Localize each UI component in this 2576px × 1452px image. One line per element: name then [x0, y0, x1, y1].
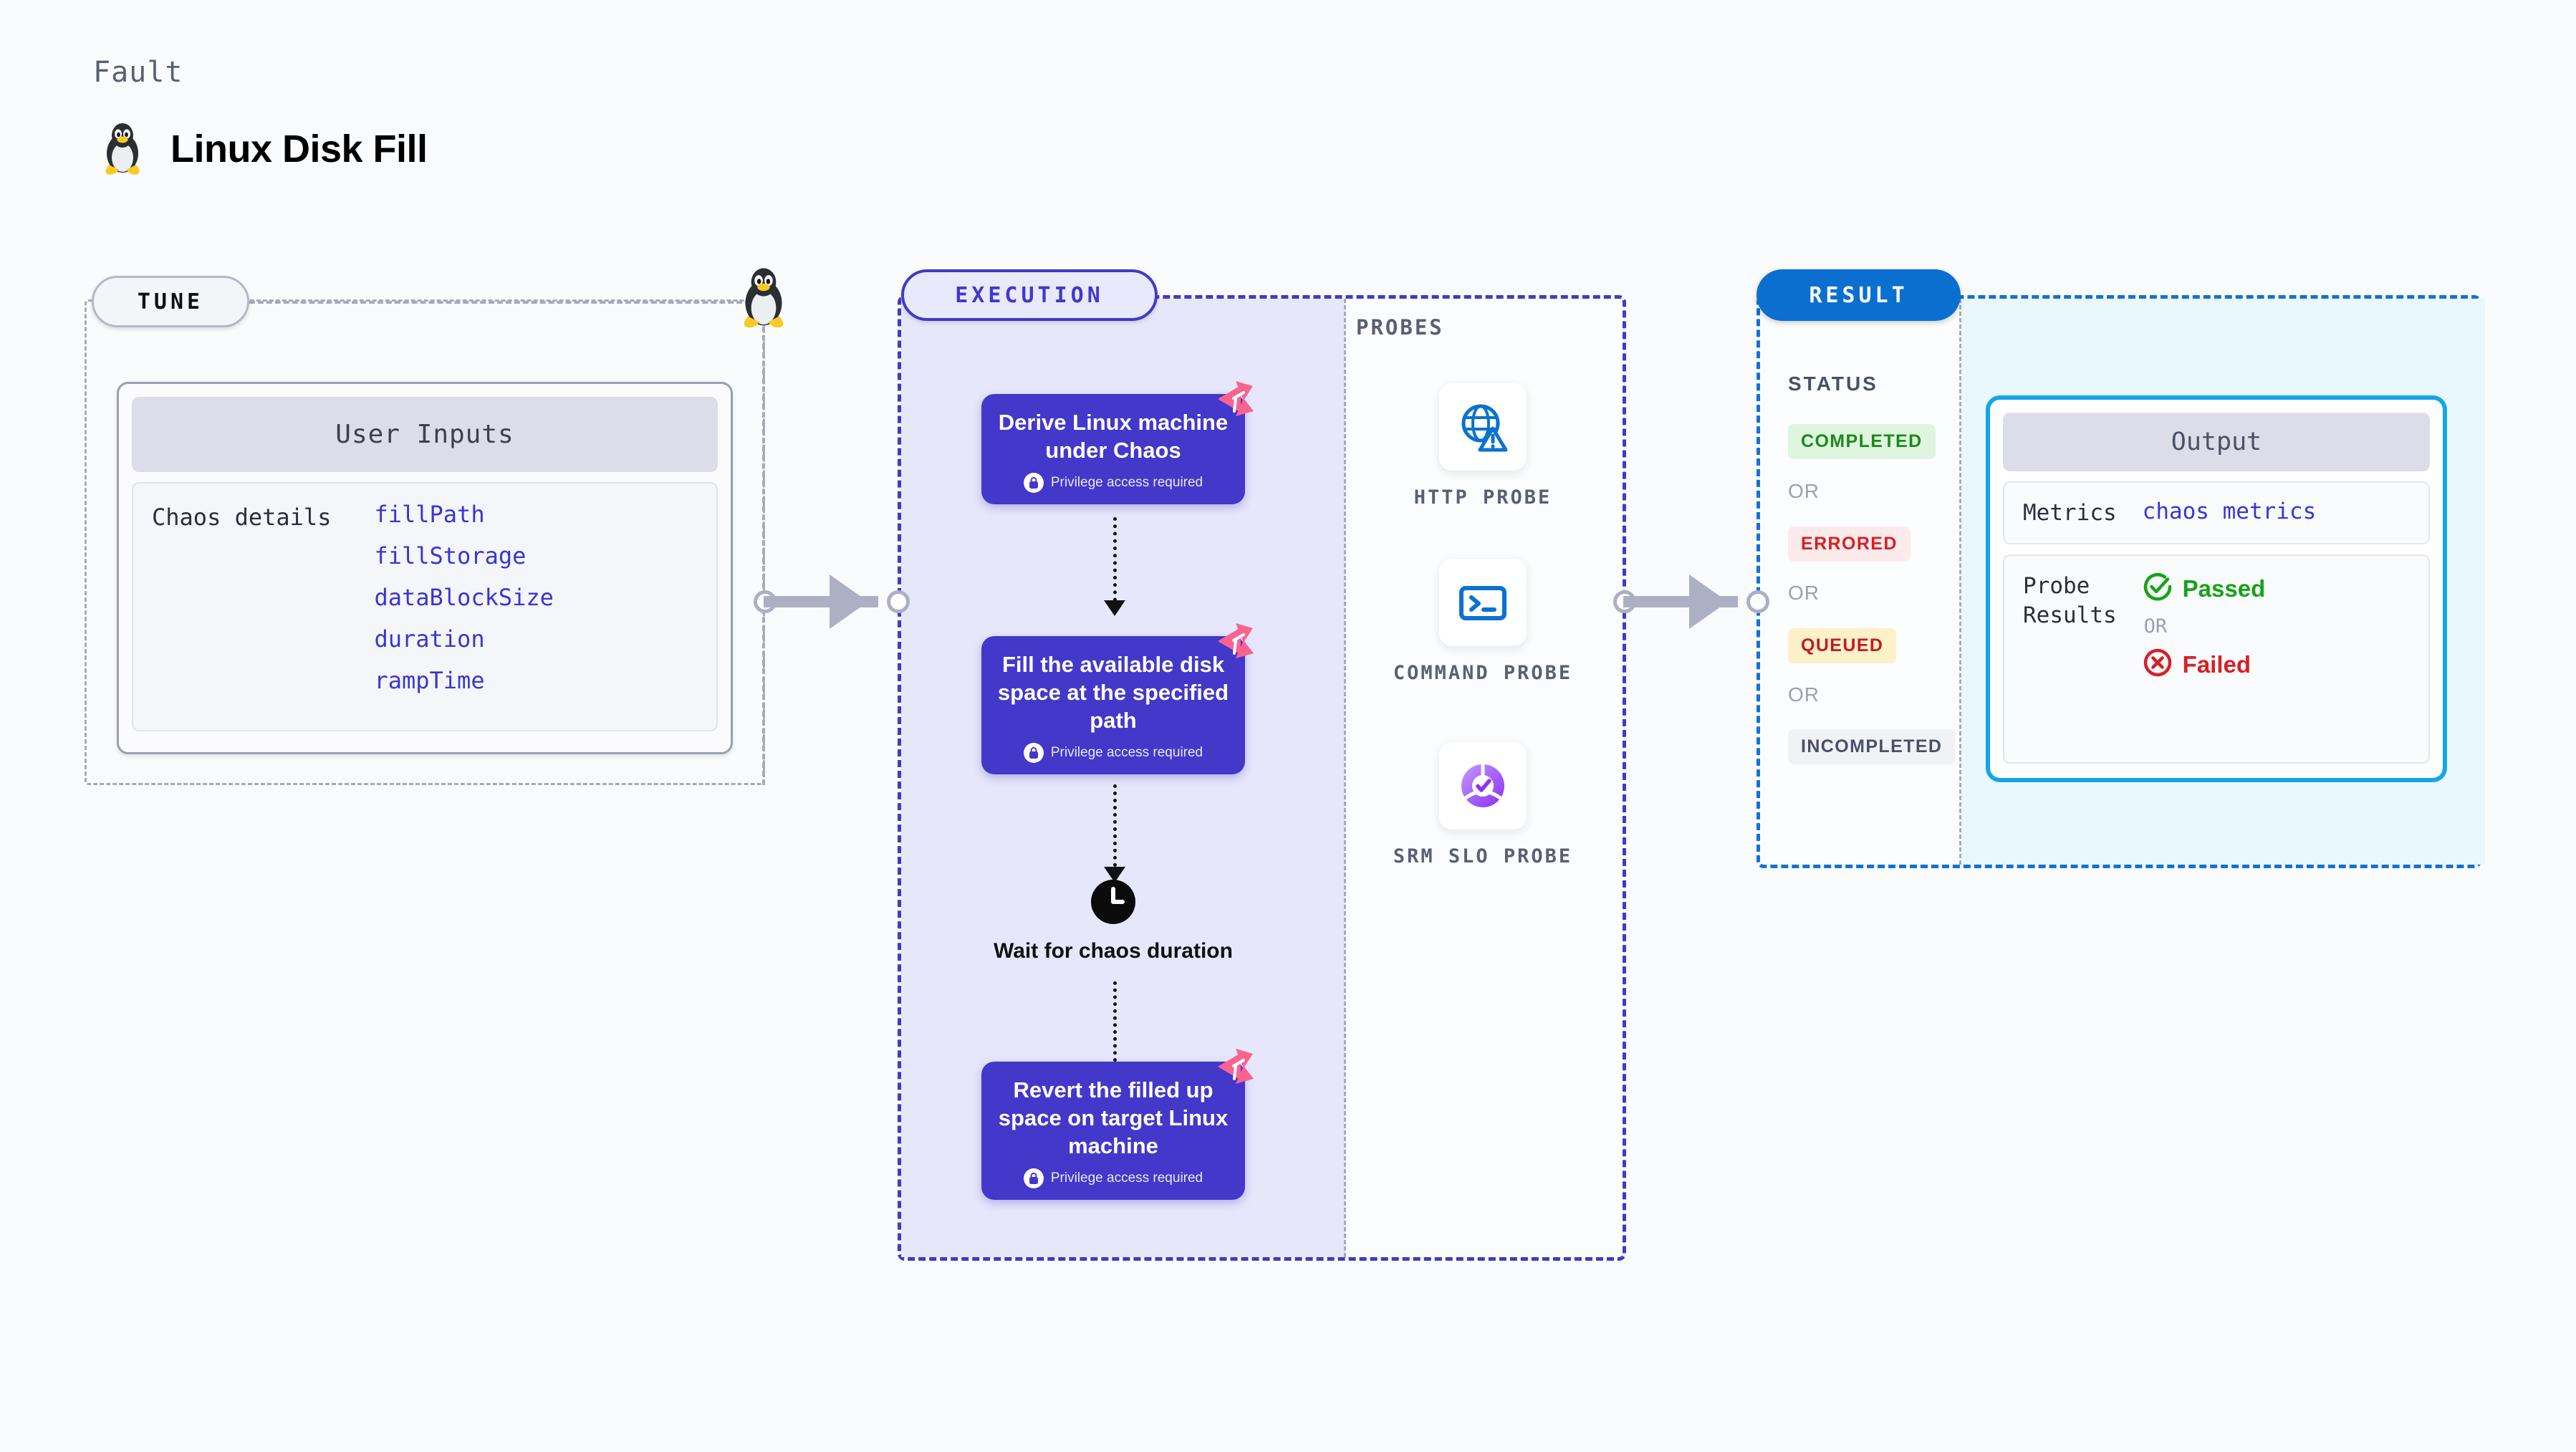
probe-result-failed: Failed: [2143, 648, 2266, 681]
probe-result-passed: Passed: [2143, 572, 2266, 605]
output-metrics-row: Metrics chaos metrics: [2003, 481, 2430, 545]
probe-command[interactable]: COMMAND PROBE: [1390, 559, 1576, 686]
status-title: STATUS: [1788, 372, 1878, 395]
output-metrics-key: Metrics: [2023, 500, 2117, 526]
execution-step-1-privilege-text: Privilege access required: [1050, 475, 1203, 491]
execution-step-3-title: Revert the filled up space on target Lin…: [998, 1077, 1229, 1159]
execution-step-3-privilege: Privilege access required: [997, 1168, 1229, 1189]
linux-tux-icon-connector: [738, 266, 789, 333]
input-datablocksize[interactable]: dataBlockSize: [374, 584, 554, 611]
clock-icon: [1091, 880, 1135, 927]
result-pill[interactable]: RESULT: [1756, 269, 1961, 321]
output-metrics-value[interactable]: chaos metrics: [2142, 499, 2317, 524]
connector-dot-right: [1746, 590, 1769, 613]
probe-result-passed-label: Passed: [2182, 574, 2266, 602]
tune-pill[interactable]: TUNE: [92, 276, 249, 327]
flow-line-2: [1113, 784, 1117, 874]
execution-pill[interactable]: EXECUTION: [901, 269, 1158, 321]
wait-node: Wait for chaos duration: [981, 880, 1245, 965]
output-probe-results-row: Probe Results Passed OR: [2003, 554, 2430, 764]
input-ramptime[interactable]: rampTime: [374, 667, 485, 694]
chaos-details-key: Chaos details: [152, 504, 332, 531]
execution-step-3-privilege-text: Privilege access required: [1050, 1170, 1203, 1186]
chaos-logo-icon: [1212, 619, 1256, 667]
probe-http[interactable]: HTTP PROBE: [1390, 383, 1576, 511]
probe-command-label: COMMAND PROBE: [1393, 662, 1573, 684]
status-badge-queued: QUEUED: [1788, 628, 1897, 663]
execution-step-2-privilege-text: Privilege access required: [1050, 745, 1203, 761]
lock-icon: [1023, 743, 1044, 764]
probe-srm-slo-label: SRM SLO PROBE: [1393, 845, 1573, 867]
x-circle-icon: [2143, 648, 2173, 681]
flow-line-3: [1113, 981, 1117, 1069]
output-card: Output Metrics chaos metrics Probe Resul…: [1986, 395, 2447, 782]
output-probe-results-key: Probe Results: [2023, 573, 2117, 628]
status-badge-completed: COMPLETED: [1788, 424, 1936, 459]
terminal-icon: [1439, 559, 1527, 646]
execution-step-1-privilege: Privilege access required: [997, 473, 1229, 494]
execution-step-1-title: Derive Linux machine under Chaos: [998, 410, 1229, 463]
flow-arrow-2: [1104, 867, 1125, 883]
input-fillpath[interactable]: fillPath: [374, 501, 485, 528]
page-eyebrow: Fault: [93, 56, 183, 89]
check-circle-icon: [2143, 572, 2173, 605]
flow-arrow-1: [1104, 600, 1125, 616]
execution-step-2[interactable]: Fill the available disk space at the spe…: [981, 623, 1254, 775]
chaos-logo-icon: [1212, 377, 1256, 425]
probes-divider-line: [1344, 299, 1346, 1257]
status-badge-errored: ERRORED: [1788, 527, 1911, 562]
execution-step-3[interactable]: Revert the filled up space on target Lin…: [981, 1049, 1254, 1201]
probe-http-label: HTTP PROBE: [1413, 486, 1552, 509]
input-duration[interactable]: duration: [374, 625, 485, 653]
chaos-logo-icon: [1212, 1044, 1256, 1092]
flow-line-1: [1113, 517, 1117, 609]
result-divider-line: [1959, 299, 1961, 865]
output-probe-results-values: Passed OR Failed: [2143, 572, 2266, 746]
probes-section-label: PROBES: [1356, 315, 1444, 340]
wait-node-label: Wait for chaos duration: [994, 939, 1233, 963]
page-title: Linux Disk Fill: [170, 128, 428, 170]
status-or-2: OR: [1788, 582, 1820, 604]
connector-arrowhead: [1689, 574, 1728, 629]
output-card-header: Output: [2003, 413, 2430, 471]
tune-right-dash-line: [762, 301, 765, 785]
execution-step-2-title: Fill the available disk space at the spe…: [997, 652, 1229, 734]
probe-srm-slo[interactable]: SRM SLO PROBE: [1390, 742, 1576, 870]
status-badge-incompleted: INCOMPLETED: [1788, 729, 1956, 764]
linux-tux-icon: [100, 122, 145, 176]
slo-donut-check-icon: [1439, 742, 1527, 830]
user-inputs-header: User Inputs: [132, 397, 718, 472]
user-inputs-body: Chaos details fillPath fillStorage dataB…: [132, 482, 718, 731]
execution-step-2-privilege: Privilege access required: [997, 743, 1229, 764]
page-title-row: Linux Disk Fill: [100, 122, 428, 176]
execution-step-1[interactable]: Derive Linux machine under Chaos Privile…: [981, 381, 1254, 505]
input-fillstorage[interactable]: fillStorage: [374, 542, 527, 569]
status-or-3: OR: [1788, 683, 1820, 706]
chaos-details-values: fillPath fillStorage dataBlockSize durat…: [374, 501, 553, 713]
connector-dot-right: [887, 590, 910, 613]
lock-icon: [1023, 473, 1044, 494]
user-inputs-card: User Inputs Chaos details fillPath fillS…: [117, 382, 733, 754]
status-or-1: OR: [1788, 480, 1820, 502]
tune-top-dash-line: [249, 301, 751, 304]
lock-icon: [1023, 1168, 1044, 1189]
connector-arrowhead: [830, 574, 868, 629]
probe-result-failed-label: Failed: [2182, 650, 2251, 678]
globe-warning-icon: [1439, 383, 1527, 471]
probe-result-or: OR: [2143, 615, 2168, 638]
